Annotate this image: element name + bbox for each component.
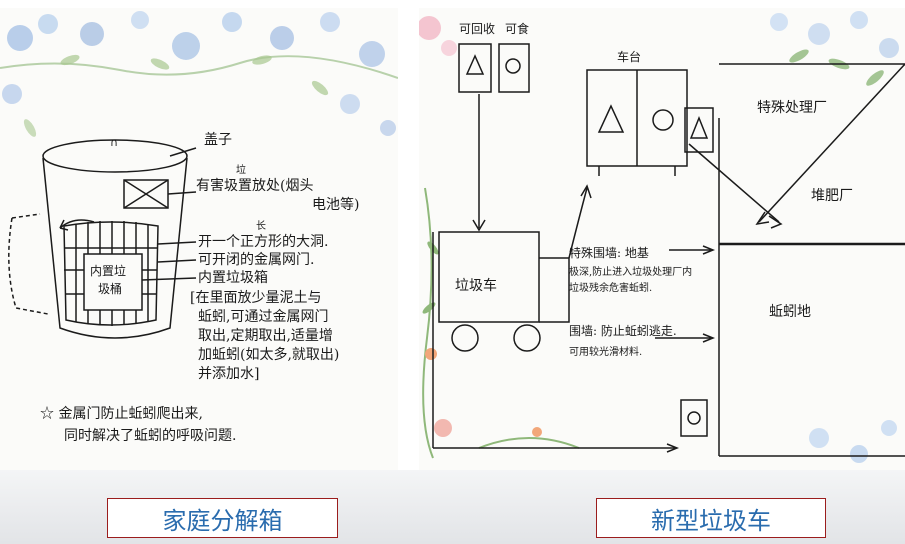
- inner-bin-label: 内置垃圾箱: [198, 270, 268, 286]
- bin-lid: [42, 139, 188, 173]
- note-line-4: 加蚯蚓(如太多,就取出): [198, 347, 340, 363]
- compost-plant-label: 堆肥厂: [811, 188, 853, 204]
- special-wall-note-3: 垃圾残余危害蚯蚓.: [569, 283, 653, 294]
- hazard-label-line2: 电池等): [312, 197, 360, 213]
- caption-garbage-truck-text: 新型垃圾车: [651, 506, 771, 535]
- truck-label: 垃圾车: [455, 278, 497, 294]
- footer-note-line-2: 同时解决了蚯蚓的呼吸问题.: [64, 428, 237, 444]
- bin-sketch: ∩: [0, 11, 398, 339]
- edible-label: 可食: [505, 22, 530, 36]
- hole-label-annotation: 长: [256, 221, 266, 232]
- special-wall-note-2: 极深,防止进入垃圾处理厂内: [569, 267, 693, 278]
- footer-note-line-1: ☆ 金属门防止蚯蚓爬出来,: [40, 406, 203, 422]
- edible-bin: [498, 43, 530, 93]
- worm-land-bin: [680, 399, 708, 437]
- fence-note-1: 围墙: 防止蚯蚓逃走.: [569, 324, 677, 338]
- station-label: 车台: [617, 50, 642, 64]
- floral-decoration-icon: [0, 11, 398, 137]
- garbage-truck: [438, 231, 540, 323]
- inner-bin-text-2: 圾桶: [98, 282, 123, 296]
- garbage-truck-drawing: 可回收 可食 车台 特殊处理厂 堆肥厂 垃圾车 特殊围墙: 地基 极深,防止进入…: [419, 8, 905, 470]
- fence-note-2: 可用较光滑材料.: [569, 347, 643, 358]
- note-line-2: 蚯蚓,可通过金属网门: [198, 309, 329, 325]
- household-bin-drawing: ∩: [0, 8, 398, 470]
- caption-household-bin: 家庭分解箱: [107, 498, 338, 538]
- special-plant-label: 特殊处理厂: [757, 100, 827, 116]
- note-line-5: 并添加水]: [198, 366, 260, 382]
- caption-household-bin-text: 家庭分解箱: [162, 506, 283, 535]
- hole-label: 开一个正方形的大洞.: [198, 234, 329, 250]
- hazard-label-annotation: 垃: [236, 165, 246, 176]
- floral-decoration-icon: [419, 11, 899, 463]
- inner-bin-text-1: 内置垃: [90, 264, 127, 278]
- mesh-door-label: 可开闭的金属网门.: [198, 252, 315, 268]
- truck-sketch: [419, 11, 905, 463]
- recyclable-bin: [458, 43, 492, 93]
- worm-land-label: 蚯蚓地: [769, 304, 811, 320]
- special-wall-note-1: 特殊围墙: 地基: [569, 246, 649, 260]
- note-line-3: 取出,定期取出,适量增: [198, 328, 333, 344]
- lid-label: 盖子: [204, 132, 232, 148]
- caption-garbage-truck: 新型垃圾车: [596, 498, 826, 538]
- bin-body: [42, 157, 188, 339]
- hazard-label-line1: 有害圾置放处(烟头: [196, 178, 314, 194]
- recyclable-label: 可回收: [459, 22, 496, 36]
- svg-text:∩: ∩: [110, 136, 118, 149]
- note-line-1: [在里面放少量泥土与: [190, 290, 322, 306]
